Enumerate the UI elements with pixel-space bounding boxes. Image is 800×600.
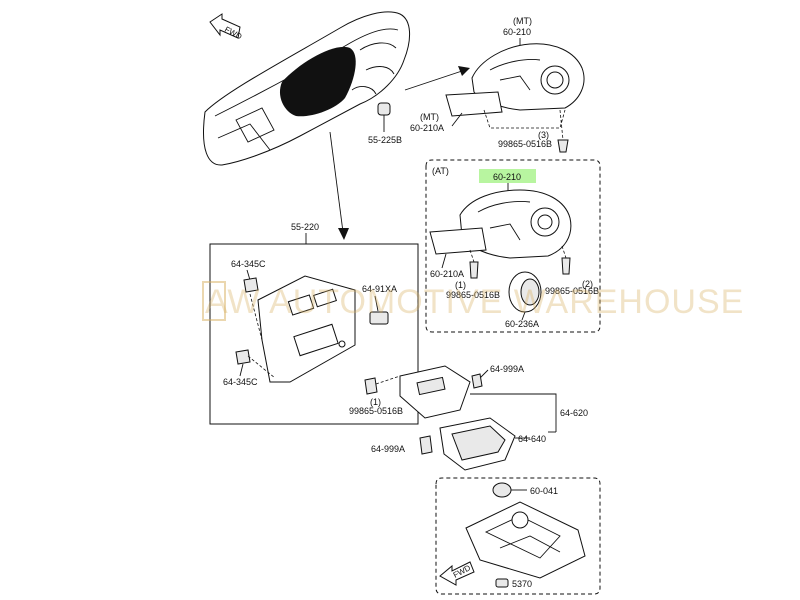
fwd-arrow-top: FWD xyxy=(209,13,244,42)
label-5370: 5370 xyxy=(512,579,532,589)
label-99865-at-a: 99865-0516B xyxy=(446,290,500,300)
screw-99865-mid: (1) 99865-0516B xyxy=(349,375,403,416)
label-64-91xa: 64-91XA xyxy=(362,284,397,294)
label-55-225b: 55-225B xyxy=(368,135,402,145)
label-60-210a-at: 60-210A xyxy=(430,269,464,279)
glovebox-assembly: 64-999A 64-620 64-640 64-999A xyxy=(371,364,588,471)
label-64-345c-bot: 64-345C xyxy=(223,377,258,387)
label-60-210-top: 60-210 xyxy=(503,27,531,37)
label-60-210-at: 60-210 xyxy=(493,172,521,182)
watermark-text: AW AUTOMOTIVE WAREHOUSE xyxy=(205,283,744,321)
label-99865-top: 99865-0516B xyxy=(498,139,552,149)
label-qty-1-mid: (1) xyxy=(370,397,381,407)
label-99865-mid: 99865-0516B xyxy=(349,406,403,416)
label-60-041: 60-041 xyxy=(530,486,558,496)
label-99865-at-b: 99865-0516B xyxy=(545,286,599,296)
at-section: (AT) 60-210 60-210A (1) 99865-0516B 60-2… xyxy=(425,159,601,333)
label-mt-1: (MT) xyxy=(513,16,532,26)
mt-trim-panel: (MT) 60-210 (MT) 60-210A (3) 99865-0516B xyxy=(410,16,585,153)
label-qty-2-at: (2) xyxy=(582,279,593,289)
label-at: (AT) xyxy=(432,166,449,176)
label-60-236a: 60-236A xyxy=(505,319,539,329)
label-55-220: 55-220 xyxy=(291,222,319,232)
fwd-label: FWD xyxy=(223,25,244,42)
glovebox-panel-section: 55-220 64-345C 64-91XA 64-345C xyxy=(209,222,419,425)
arrow-to-mt-panel xyxy=(404,66,470,91)
highlight-60-210 xyxy=(479,169,536,183)
label-mt-2: (MT) xyxy=(420,112,439,122)
label-qty-3: (3) xyxy=(538,130,549,140)
label-64-999a-bot: 64-999A xyxy=(371,444,405,454)
label-64-620: 64-620 xyxy=(560,408,588,418)
label-60-210a-top: 60-210A xyxy=(410,123,444,133)
bottom-section: 60-041 FWD 5370 xyxy=(435,477,601,595)
arrow-to-glovebox xyxy=(329,131,349,240)
watermark: AW AUTOMOTIVE WAREHOUSE xyxy=(202,281,744,321)
label-qty-1-at: (1) xyxy=(455,280,466,290)
label-64-640: 64-640 xyxy=(518,434,546,444)
label-64-345c-top: 64-345C xyxy=(231,259,266,269)
part-55-225b: 55-225B xyxy=(368,102,402,145)
label-64-999a-top: 64-999A xyxy=(490,364,524,374)
